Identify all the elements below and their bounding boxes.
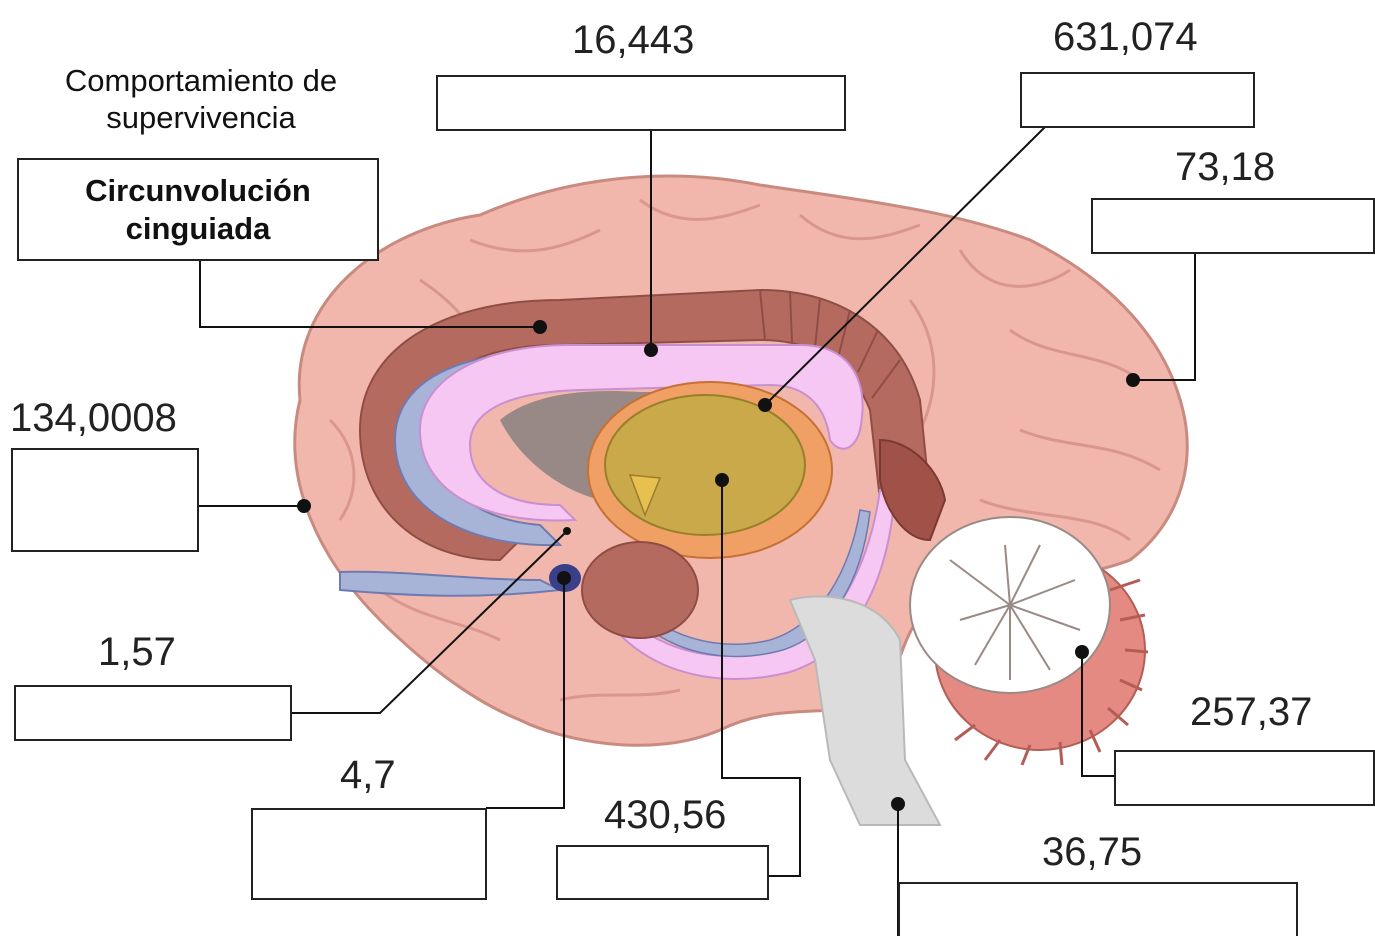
dot-bottom-left xyxy=(557,571,571,585)
caption: Comportamiento de supervivencia xyxy=(15,62,387,136)
caption-line2: supervivencia xyxy=(15,99,387,136)
number-bottom-left: 4,7 xyxy=(340,755,396,795)
answer-left-lower xyxy=(16,687,290,739)
answer-top-right xyxy=(1022,74,1253,126)
number-left-lower: 1,57 xyxy=(98,632,176,672)
dot-top-center xyxy=(644,343,658,357)
caption-line1: Comportamiento de xyxy=(15,62,387,99)
answer-box-top-center[interactable] xyxy=(436,75,846,131)
number-bottom-right: 36,75 xyxy=(1042,832,1142,872)
answer-box-right-lower[interactable] xyxy=(1114,750,1375,806)
answer-top-center xyxy=(438,77,844,129)
answer-box-right-upper[interactable] xyxy=(1091,198,1375,254)
answer-box-bottom-right[interactable] xyxy=(898,882,1298,936)
answer-right-lower xyxy=(1116,752,1373,804)
answer-right-upper xyxy=(1093,200,1373,252)
label-box-cingulate[interactable]: Circunvolución cinguiada xyxy=(17,158,379,261)
answer-box-bottom-left[interactable] xyxy=(251,808,487,900)
amygdala xyxy=(582,542,698,638)
dot-top-right xyxy=(758,398,772,412)
cingulate-line2: cinguiada xyxy=(126,210,271,247)
number-left-middle: 134,0008 xyxy=(10,398,177,438)
answer-box-left-middle[interactable] xyxy=(11,448,199,552)
thalamus xyxy=(605,395,805,535)
number-top-center: 16,443 xyxy=(572,20,694,60)
answer-bottom-right xyxy=(900,884,1296,936)
number-right-upper: 73,18 xyxy=(1175,147,1275,187)
dot-right-upper xyxy=(1126,373,1140,387)
dot-cingulate xyxy=(533,320,547,334)
answer-bottom-center xyxy=(558,847,767,898)
dot-left-middle xyxy=(297,499,311,513)
number-top-right: 631,074 xyxy=(1053,17,1198,57)
answer-box-bottom-center[interactable] xyxy=(556,845,769,900)
answer-bottom-left xyxy=(253,810,485,898)
answer-left-middle xyxy=(13,450,197,550)
cingulate-line1: Circunvolución xyxy=(85,172,311,209)
dot-right-lower xyxy=(1075,645,1089,659)
number-right-lower: 257,37 xyxy=(1190,692,1312,732)
dot-left-lower xyxy=(563,527,571,535)
dot-bottom-center xyxy=(715,473,729,487)
answer-box-top-right[interactable] xyxy=(1020,72,1255,128)
dot-bottom-right xyxy=(891,797,905,811)
number-bottom-center: 430,56 xyxy=(604,795,726,835)
answer-box-left-lower[interactable] xyxy=(14,685,292,741)
